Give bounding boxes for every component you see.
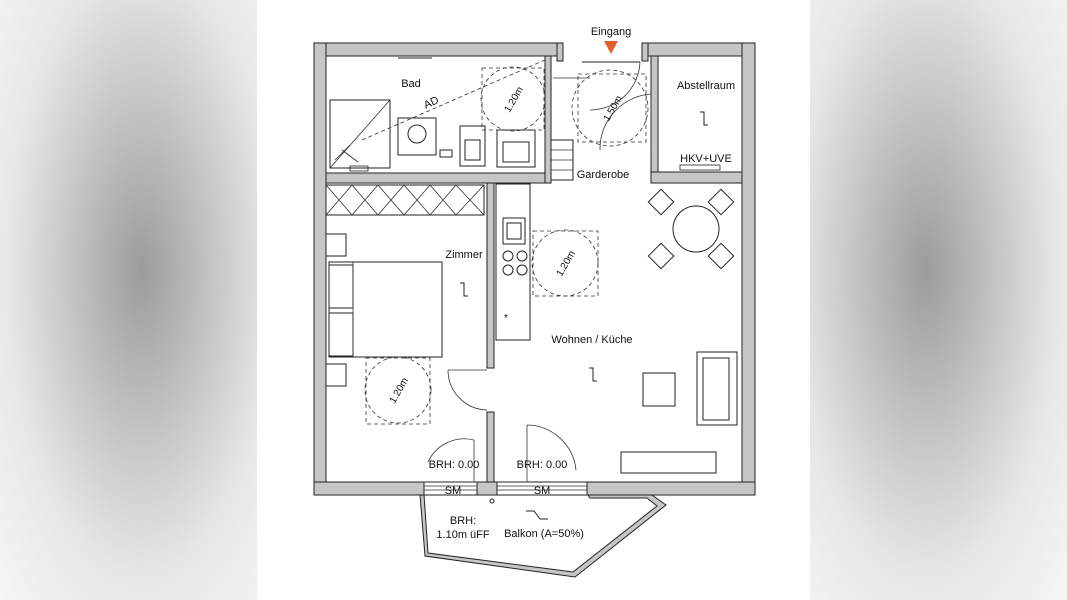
windows — [349, 57, 721, 496]
living-outlet-icon — [589, 367, 597, 382]
balcony-rail-line2: 1.10m üFF — [436, 529, 489, 541]
bath-label: Bad — [401, 78, 421, 90]
kitchen-turning-label: 1.20m — [555, 249, 578, 279]
right-blur-panel — [810, 0, 1067, 600]
entrance: Eingang — [591, 26, 631, 54]
storage-note-label: HKV+UVE — [680, 153, 732, 165]
balcony-outlet-icon — [526, 510, 548, 520]
balcony: BRH: 1.10m üFF Balkon (A=50%) — [419, 494, 667, 578]
right-window-brh: BRH: 0.00 — [517, 459, 568, 471]
left-window-sm: SM — [445, 485, 462, 497]
bath-turning-label: 1.20m — [503, 85, 526, 115]
living-label: Wohnen / Küche — [551, 334, 632, 346]
bedroom-outlet-icon — [460, 282, 468, 297]
left-window-brh: BRH: 0.00 — [429, 459, 480, 471]
bedroom: 1.20m Zimmer BRH: 0.00 SM — [325, 184, 488, 497]
living-kitchen: * 1.20m Wohnen / Küche BRH: 0.00 SM — [495, 183, 738, 497]
bath-ad-label: AD — [422, 94, 441, 111]
entrance-arrow-icon — [604, 41, 618, 54]
storage-room: Abstellraum HKV+UVE — [677, 80, 735, 165]
inner-walls — [325, 55, 743, 483]
bedroom-turning-label: 1.20m — [388, 376, 411, 406]
bath-room: 1.20m Bad AD — [329, 59, 546, 169]
storage-label: Abstellraum — [677, 80, 735, 92]
storage-outlet-icon — [700, 111, 708, 126]
wardrobe-label: Garderobe — [577, 169, 630, 181]
entrance-label: Eingang — [591, 26, 631, 38]
balcony-rail-line1: BRH: — [450, 515, 476, 527]
hallway: 1.50m Garderobe — [550, 61, 652, 181]
balcony-label: Balkon (A=50%) — [504, 528, 584, 540]
right-window-sm: SM — [534, 485, 551, 497]
bedroom-label: Zimmer — [445, 249, 483, 261]
svg-text:*: * — [504, 313, 508, 324]
left-blur-panel — [0, 0, 257, 600]
